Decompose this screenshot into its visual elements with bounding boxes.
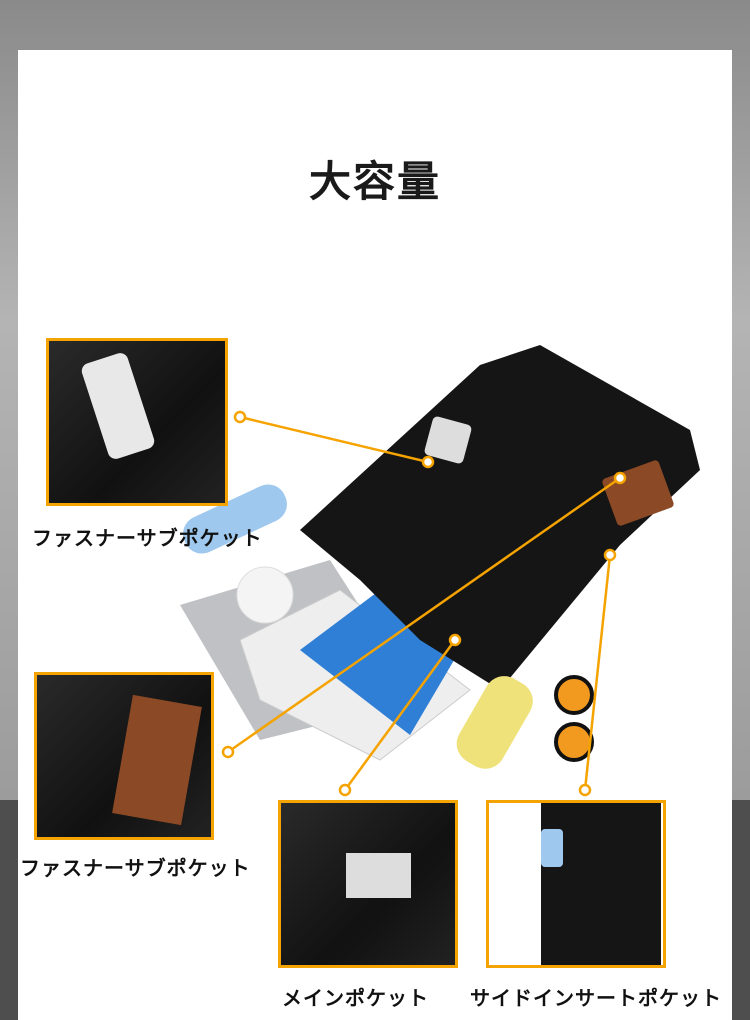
backpack [541, 803, 661, 965]
callout-label: ファスナーサブポケット [32, 526, 263, 550]
headphones [236, 566, 294, 624]
books [346, 853, 411, 898]
inset-zipper-pocket-phone [46, 338, 228, 506]
inset-main-pocket [278, 800, 458, 968]
inset-zipper-pocket-wallet [34, 672, 214, 840]
phone [79, 351, 157, 461]
water-bottle [183, 484, 287, 554]
page-title: 大容量 [308, 157, 441, 206]
leader-lines [221, 410, 627, 797]
callout-label: メインポケット [282, 986, 429, 1010]
phone [424, 416, 472, 464]
water-bottle [541, 829, 563, 867]
inset-side-pocket [486, 800, 666, 968]
wallet [112, 694, 202, 826]
sunglasses-lens [554, 722, 594, 762]
sunglasses-lens [554, 675, 594, 715]
umbrella [456, 676, 533, 769]
callout-label: ファスナーサブポケット [20, 856, 251, 880]
backpack [300, 345, 700, 690]
callout-label: サイドインサートポケット [470, 986, 722, 1010]
